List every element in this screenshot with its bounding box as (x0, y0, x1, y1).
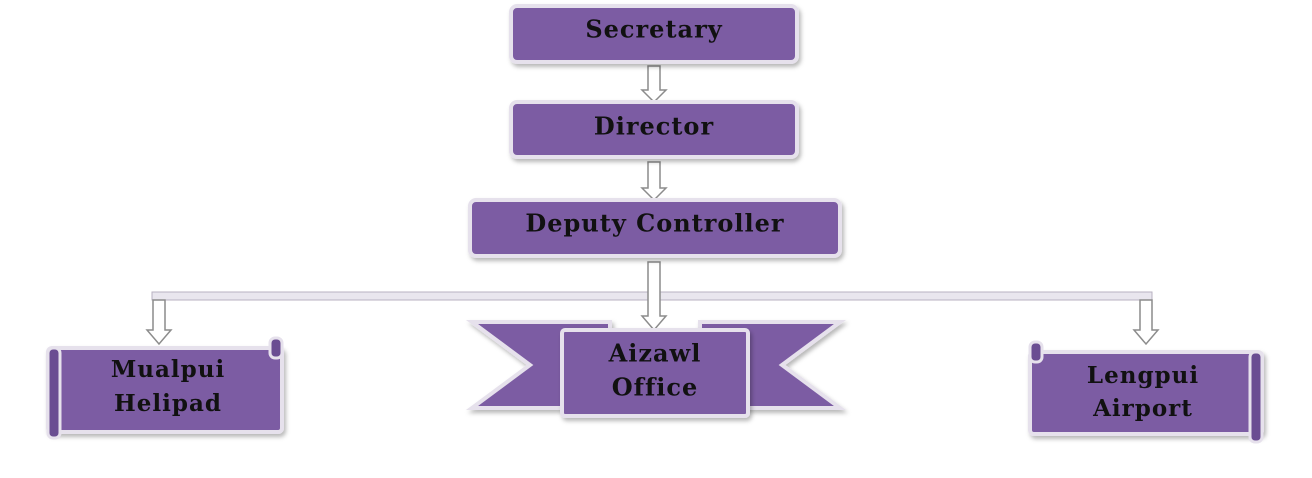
node-deputy-controller: Deputy Controller (468, 198, 842, 258)
node-lengpui-line1: Lengpui (1087, 362, 1199, 389)
node-mualpui-line2: Helipad (114, 390, 222, 417)
node-mualpui-helipad: Mualpui Helipad (46, 336, 284, 440)
node-aizawl-line2: Office (612, 373, 699, 402)
arrow-to-lengpui (1132, 299, 1160, 346)
arrow-director-deputy (640, 161, 668, 202)
node-secretary: Secretary (509, 4, 799, 64)
arrow-to-mualpui (145, 299, 173, 346)
node-director: Director (509, 100, 799, 159)
arrow-deputy-aizawl (640, 261, 668, 332)
node-secretary-label: Secretary (585, 15, 722, 44)
node-deputy-controller-label: Deputy Controller (525, 209, 784, 238)
node-aizawl-line1: Aizawl (608, 339, 702, 368)
node-aizawl-office: Aizawl Office (465, 320, 847, 418)
node-director-label: Director (594, 112, 714, 141)
arrow-secretary-director (640, 65, 668, 104)
node-lengpui-airport: Lengpui Airport (1028, 340, 1264, 444)
node-lengpui-line2: Airport (1092, 395, 1193, 422)
node-mualpui-line1: Mualpui (111, 356, 225, 383)
